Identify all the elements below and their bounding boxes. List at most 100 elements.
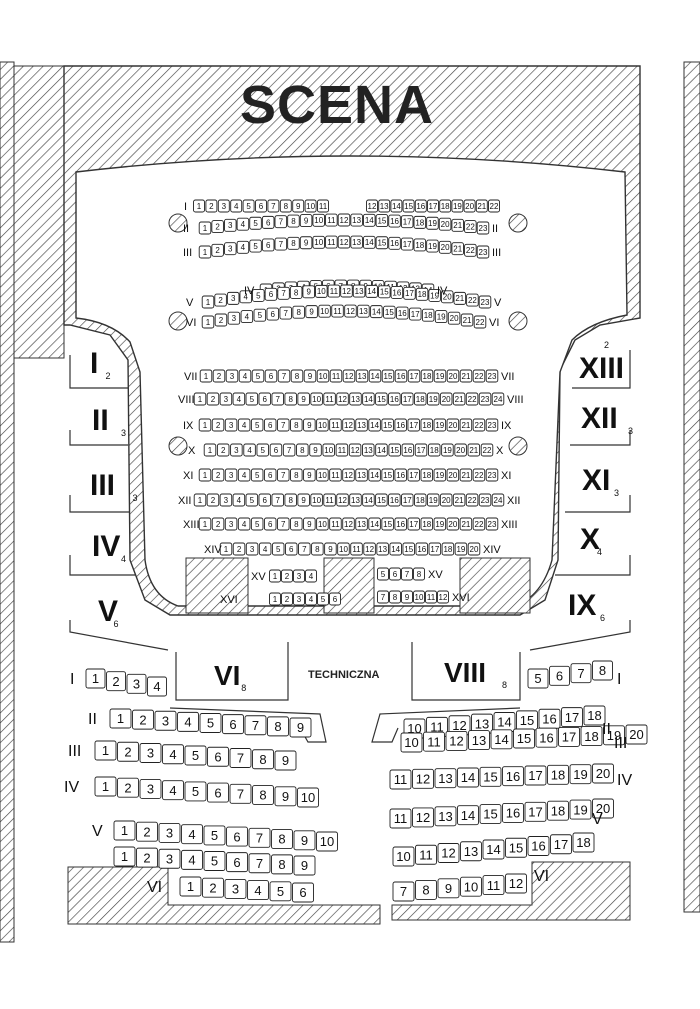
parter-row-3-seat-9[interactable]: 9 (299, 236, 313, 250)
parter-row-10-seat-18[interactable]: 18 (427, 443, 441, 457)
parter-row-11-seat-5[interactable]: 5 (250, 468, 264, 482)
parter-row-8-seat-5[interactable]: 5 (245, 392, 259, 406)
balcony-right-row-2-seat-14[interactable]: 14 (493, 712, 516, 732)
parter-row-3-seat-20[interactable]: 20 (438, 240, 452, 254)
parter-row-11-seat-14[interactable]: 14 (368, 468, 381, 482)
balcony-right-row-5-seat-15[interactable]: 15 (479, 804, 502, 825)
parter-row-6-seat-11[interactable]: 11 (331, 304, 344, 318)
parter-row-8-seat-8[interactable]: 8 (284, 392, 297, 406)
parter-row-11-seat-19[interactable]: 19 (433, 468, 447, 482)
parter-row-9-seat-9[interactable]: 9 (303, 418, 316, 432)
parter-row-10-seat-15[interactable]: 15 (388, 443, 401, 457)
parter-row-14-seat-20[interactable]: 20 (467, 542, 481, 556)
parter-row-13-seat-22[interactable]: 22 (472, 517, 486, 531)
parter-row-9-seat-22[interactable]: 22 (472, 418, 486, 432)
parter-row-10-seat-13[interactable]: 13 (362, 443, 375, 457)
parter-row-12-seat-7[interactable]: 7 (271, 493, 284, 507)
parter-row-6-seat-21[interactable]: 21 (460, 313, 474, 327)
balcony-left-row-6-seat-5[interactable]: 5 (203, 851, 226, 871)
parter-row-7-seat-20[interactable]: 20 (446, 369, 460, 383)
parter-row-12-seat-12[interactable]: 12 (336, 493, 349, 507)
balcony-left-row-5-seat-8[interactable]: 8 (271, 829, 293, 850)
parter-row-3-seat-19[interactable]: 19 (426, 239, 439, 253)
parter-row-8-seat-15[interactable]: 15 (375, 392, 388, 406)
balcony-left-row-3-seat-4[interactable]: 4 (162, 744, 184, 765)
balcony-left-row-7-seat-3[interactable]: 3 (224, 878, 247, 899)
balcony-right-row-6-seat-11[interactable]: 11 (415, 844, 437, 865)
balcony-left-row-6-seat-7[interactable]: 7 (248, 853, 271, 874)
parter-row-14-seat-2[interactable]: 2 (232, 542, 246, 556)
parter-row-9-seat-12[interactable]: 12 (342, 418, 355, 432)
parter-row-6-seat-3[interactable]: 3 (227, 311, 241, 325)
balcony-right-row-6-seat-10[interactable]: 10 (392, 846, 415, 867)
balcony-right-row-6-seat-15[interactable]: 15 (505, 837, 527, 858)
parter-row-14-seat-17[interactable]: 17 (428, 542, 442, 556)
parter-row-13-seat-10[interactable]: 10 (316, 517, 329, 531)
parter-row-6-seat-17[interactable]: 17 (408, 307, 422, 321)
parter-row-14-seat-11[interactable]: 11 (350, 542, 363, 556)
parter-row-6-seat-1[interactable]: 1 (201, 315, 215, 329)
parter-row-9-seat-16[interactable]: 16 (394, 418, 407, 432)
balcony-left-row-1-seat-4[interactable]: 4 (147, 676, 167, 697)
parter-row-11-seat-15[interactable]: 15 (381, 468, 394, 482)
balcony-left-row-3-seat-9[interactable]: 9 (274, 750, 297, 771)
parter-row-13-seat-21[interactable]: 21 (459, 517, 473, 531)
balcony-right-row-6-seat-18[interactable]: 18 (572, 832, 595, 853)
parter-row-2-seat-15[interactable]: 15 (375, 214, 389, 228)
parter-row-11-seat-16[interactable]: 16 (394, 468, 407, 482)
balcony-left-row-1-seat-2[interactable]: 2 (106, 671, 126, 692)
parter-row-12-seat-6[interactable]: 6 (258, 493, 272, 507)
parter-row-12-seat-16[interactable]: 16 (388, 493, 401, 507)
parter-row-12-seat-23[interactable]: 23 (478, 493, 492, 507)
parter-row-11-seat-22[interactable]: 22 (472, 468, 486, 482)
parter-row-13-seat-23[interactable]: 23 (485, 517, 499, 531)
balcony-right-row-6-seat-13[interactable]: 13 (460, 841, 482, 862)
balcony-right-row-4-seat-19[interactable]: 19 (569, 764, 592, 785)
parter-row-10-seat-1[interactable]: 1 (203, 443, 217, 457)
parter-row-6-seat-9[interactable]: 9 (305, 305, 318, 319)
balcony-left-row-7-seat-6[interactable]: 6 (292, 882, 314, 903)
parter-row-5-seat-6[interactable]: 6 (264, 287, 278, 301)
parter-row-7-seat-2[interactable]: 2 (212, 369, 226, 383)
parter-row-8-seat-23[interactable]: 23 (478, 392, 492, 406)
balcony-left-row-3-seat-5[interactable]: 5 (184, 745, 207, 766)
parter-row-13-seat-9[interactable]: 9 (303, 517, 316, 531)
parter-row-7-seat-21[interactable]: 21 (459, 369, 473, 383)
rear-left-1-seat-1[interactable]: 1 (269, 569, 281, 583)
balcony-left-row-4-seat-4[interactable]: 4 (162, 780, 184, 801)
parter-row-8-seat-16[interactable]: 16 (388, 392, 401, 406)
balcony-right-row-5-seat-17[interactable]: 17 (524, 801, 547, 822)
parter-row-12-seat-4[interactable]: 4 (232, 493, 246, 507)
balcony-left-row-4-seat-9[interactable]: 9 (274, 786, 297, 807)
balcony-right-row-4-seat-11[interactable]: 11 (389, 769, 412, 790)
parter-row-5-seat-8[interactable]: 8 (289, 286, 303, 299)
parter-row-2-seat-8[interactable]: 8 (287, 214, 300, 228)
parter-row-7-seat-10[interactable]: 10 (316, 369, 330, 383)
parter-row-14-seat-14[interactable]: 14 (389, 542, 402, 556)
parter-row-9-seat-21[interactable]: 21 (459, 418, 473, 432)
parter-row-10-seat-9[interactable]: 9 (309, 443, 322, 457)
parter-row-9-seat-3[interactable]: 3 (224, 418, 238, 432)
parter-row-10-seat-6[interactable]: 6 (269, 443, 283, 457)
parter-row-11-seat-10[interactable]: 10 (316, 468, 329, 482)
parter-row-10-seat-16[interactable]: 16 (401, 443, 415, 457)
balcony-left-row-6-seat-1[interactable]: 1 (113, 846, 136, 867)
balcony-left-row-6-seat-8[interactable]: 8 (271, 854, 293, 875)
parter-row-5-seat-18[interactable]: 18 (415, 287, 429, 301)
parter-row-3-seat-8[interactable]: 8 (287, 236, 300, 250)
parter-row-10-seat-20[interactable]: 20 (454, 443, 467, 457)
parter-row-1-right-seat-13[interactable]: 13 (378, 199, 391, 213)
balcony-left-row-6-seat-2[interactable]: 2 (136, 847, 158, 868)
parter-row-2-seat-10[interactable]: 10 (312, 213, 325, 227)
parter-row-7-seat-19[interactable]: 19 (433, 369, 447, 383)
parter-row-8-seat-10[interactable]: 10 (310, 392, 323, 406)
parter-row-10-seat-14[interactable]: 14 (375, 443, 388, 457)
parter-row-7-seat-16[interactable]: 16 (394, 369, 408, 383)
parter-row-5-seat-12[interactable]: 12 (340, 284, 353, 298)
rear-left-2-seat-6[interactable]: 6 (329, 592, 341, 606)
parter-row-2-seat-2[interactable]: 2 (211, 220, 224, 234)
parter-row-13-seat-13[interactable]: 13 (355, 517, 368, 531)
parter-row-12-seat-1[interactable]: 1 (193, 493, 207, 507)
parter-row-1-left-seat-11[interactable]: 11 (317, 199, 329, 213)
balcony-right-row-7-seat-10[interactable]: 10 (460, 876, 482, 897)
